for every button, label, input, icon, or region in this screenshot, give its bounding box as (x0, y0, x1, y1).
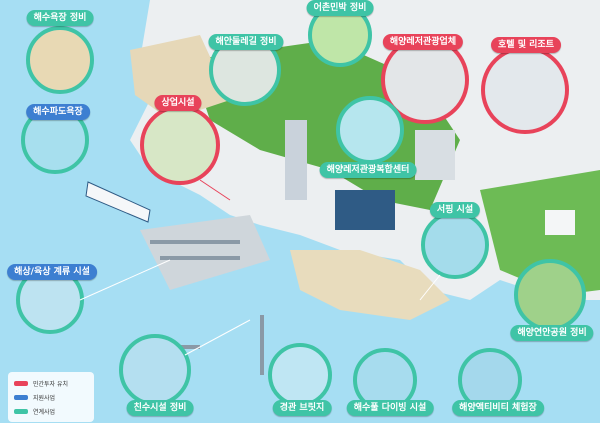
label-coastal-park-maintenance: 해양연안공원 정비 (510, 325, 594, 341)
pier-3 (260, 315, 264, 375)
legend: 민간투자 유치 지원사업 연계사업 (8, 372, 94, 422)
label-marine-activity: 해양액티비티 체험장 (452, 400, 544, 416)
label-marine-leisure-business: 해양레저관광업체 (382, 34, 464, 50)
legend-item-support: 지원사업 (14, 390, 88, 404)
legend-text: 연계사업 (33, 408, 56, 416)
label-promenade-maintenance: 해안둘레길 정비 (208, 34, 284, 50)
center-building (335, 190, 395, 230)
label-hotel-resort: 호텔 및 리조트 (491, 37, 561, 53)
legend-item-linked: 연계사업 (14, 404, 88, 418)
legend-swatch (14, 394, 28, 400)
connector-surf (419, 274, 441, 301)
label-marine-leisure-center: 해양레저관광복합센터 (319, 162, 417, 178)
beach-maintenance-circle (26, 26, 94, 94)
label-mooring-facility: 해상/육상 계류 시설 (7, 264, 97, 280)
label-surfing-facility: 서핑 시설 (429, 202, 481, 218)
waterfront-circle (119, 334, 191, 406)
legend-text: 지원사업 (33, 394, 56, 402)
label-waterfront-maintenance: 친수시설 정비 (126, 400, 194, 416)
connector-waterfront (184, 319, 251, 356)
forest-east (480, 170, 600, 295)
legend-swatch (14, 380, 28, 386)
city-block-1 (415, 130, 455, 180)
sand-beach-south (290, 250, 450, 320)
legend-item-private: 민간투자 유치 (14, 376, 88, 390)
pier-2 (160, 256, 240, 260)
label-diving-pool: 해수풀 다이빙 시설 (346, 400, 434, 416)
legend-swatch (14, 408, 28, 414)
tower-building (285, 120, 307, 200)
park-building (545, 210, 575, 235)
pier-1 (150, 240, 240, 244)
scenic-bridge-circle (268, 343, 332, 407)
connector-commercial (199, 179, 231, 201)
commercial-facility-circle (140, 105, 220, 185)
surfing-facility-circle (421, 211, 489, 279)
coastal-park-circle (514, 259, 586, 331)
cruise-ship (85, 181, 151, 223)
label-breakwater-beach: 해수파도욕장 (26, 104, 90, 120)
harbor-pier (140, 215, 270, 290)
legend-text: 민간투자 유치 (33, 380, 69, 388)
label-beach-maintenance: 해수욕장 정비 (26, 10, 94, 26)
hotel-resort-circle (481, 46, 569, 134)
label-commercial-facility: 상업시설 (154, 95, 202, 111)
marine-leisure-center-circle (336, 96, 404, 164)
connector-mooring (79, 259, 171, 301)
label-fishing-village-maintenance: 어촌민박 정비 (306, 0, 374, 16)
label-scenic-bridge: 경관 브릿지 (272, 400, 332, 416)
